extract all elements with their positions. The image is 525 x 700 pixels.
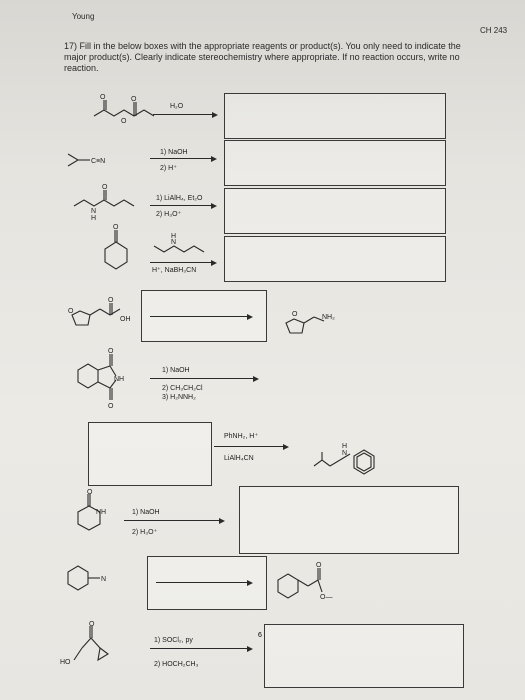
structure-acetic-anhydride: O O O [93, 94, 155, 125]
structure-cyclohexanone: O [104, 224, 128, 270]
reaction-arrow-9 [156, 579, 253, 586]
svg-text:O: O [89, 621, 95, 628]
reagent-row7-step2: LiAlH₄CN [224, 455, 254, 462]
reagent-row2-step1: 1) NaOH [160, 149, 188, 156]
svg-text:H: H [342, 443, 347, 450]
structure-amide: O NH [73, 184, 135, 222]
reagent-row2-step2: 2) H⁺ [160, 165, 177, 172]
reagent-row6-step3: 3) H₂NNH₂ [162, 394, 196, 401]
svg-text:C≡N: C≡N [91, 158, 105, 165]
structure-cyclopropane-acid: O HO [60, 621, 109, 666]
page-number: 6 [258, 632, 262, 639]
svg-text:O: O [108, 297, 114, 304]
reagent-row3-step1: 1) LiAlH₄, Et₂O [156, 195, 203, 202]
structure-nitrile: C≡N [67, 153, 105, 167]
structure-n-phenyl-amine: HN [313, 443, 375, 475]
reagent-row3-step2: 2) H₃O⁺ [156, 211, 182, 218]
svg-text:NH: NH [96, 509, 106, 516]
svg-text:O: O [121, 118, 127, 125]
answer-box-6[interactable] [88, 422, 212, 486]
reaction-arrow-5 [150, 313, 253, 320]
student-name: Young [72, 12, 95, 21]
svg-text:O: O [113, 224, 119, 231]
reagent-row4: H⁺, NaBH₃CN [152, 267, 197, 274]
reaction-arrow-1 [153, 111, 218, 118]
svg-text:N: N [101, 576, 106, 583]
structure-benzonitrile: N [67, 565, 106, 591]
svg-text:O: O [131, 96, 137, 103]
svg-text:O: O [108, 348, 114, 355]
reagent-row10-step1: 1) SOCl₂, py [154, 637, 193, 644]
reagent-row1: H₂O [170, 103, 184, 110]
svg-text:O: O [292, 311, 298, 318]
svg-text:HO: HO [60, 659, 71, 666]
structure-carboxylic-acid: O O OH [68, 297, 131, 326]
structure-amine-product: O NH₂ [285, 311, 335, 334]
svg-text:NH₂: NH₂ [322, 314, 335, 321]
answer-box-3[interactable] [224, 188, 446, 234]
answer-box-2[interactable] [224, 140, 446, 186]
reagent-row6-step2: 2) CH₃CH₂Cl [162, 385, 203, 392]
reaction-arrow-8 [124, 517, 225, 524]
reaction-arrow-10 [150, 645, 253, 652]
structure-amine-reagent: NH [153, 233, 205, 253]
structure-methyl-ester: O O— [277, 562, 332, 601]
reagent-row7-step1: PhNH₂, H⁺ [224, 433, 259, 440]
svg-text:OH: OH [120, 316, 131, 323]
svg-text:N: N [91, 208, 96, 215]
structure-phthalimide: O O NH [77, 348, 124, 410]
reaction-arrow-3 [150, 202, 217, 209]
answer-box-7[interactable] [239, 486, 459, 554]
svg-text:NH: NH [114, 376, 124, 383]
answer-box-4[interactable] [224, 236, 446, 282]
svg-text:O: O [102, 184, 108, 191]
reagent-row6-step1: 1) NaOH [162, 367, 190, 374]
question-instructions: 17) Fill in the below boxes with the app… [64, 41, 461, 73]
answer-box-9[interactable] [264, 624, 464, 688]
svg-text:O: O [108, 403, 114, 410]
reaction-arrow-4 [150, 259, 217, 266]
svg-text:O: O [68, 308, 74, 315]
svg-text:O—: O— [320, 594, 332, 601]
svg-text:O: O [316, 562, 322, 569]
svg-text:O: O [100, 94, 106, 101]
svg-text:N: N [171, 239, 176, 246]
svg-text:O: O [87, 489, 93, 496]
reagent-row10-step2: 2) HOCH₂CH₃ [154, 661, 199, 668]
reagent-row8-step2: 2) H₃O⁺ [132, 529, 158, 536]
answer-box-1[interactable] [224, 93, 446, 139]
svg-text:N: N [342, 450, 347, 457]
svg-text:H: H [171, 233, 176, 240]
reaction-arrow-7 [214, 443, 289, 450]
svg-text:H: H [91, 215, 96, 222]
structure-lactam: O NH [77, 489, 106, 531]
course-code: CH 243 [480, 26, 508, 35]
reagent-row8-step1: 1) NaOH [132, 509, 160, 516]
reaction-arrow-2 [150, 155, 217, 162]
reaction-arrow-6 [150, 375, 259, 382]
